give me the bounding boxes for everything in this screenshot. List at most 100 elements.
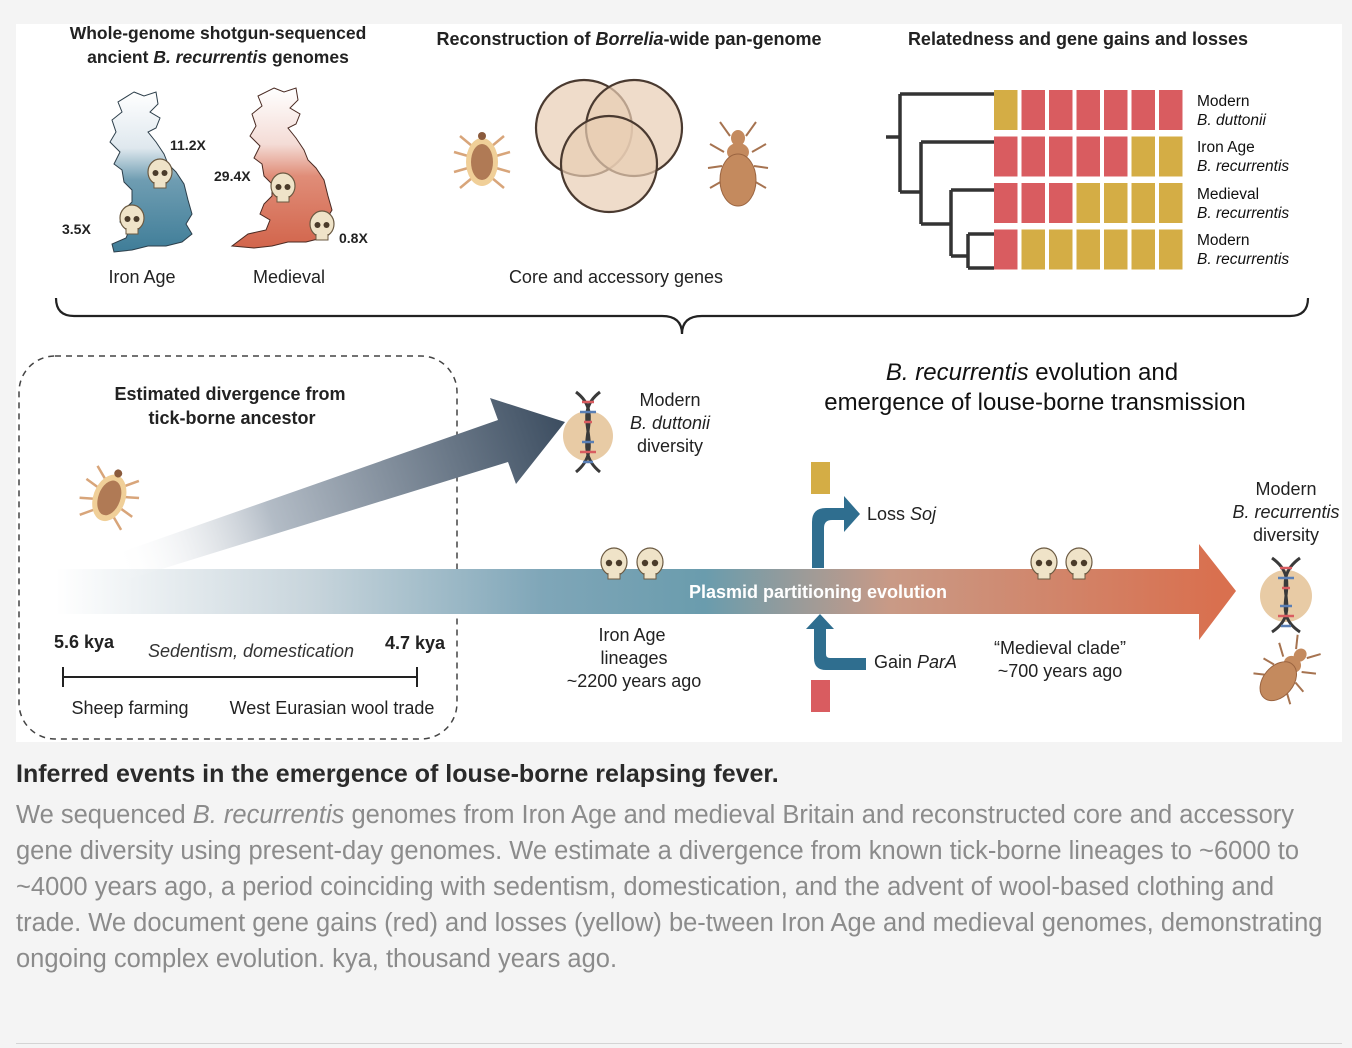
gene-loss-cell [1076, 229, 1100, 270]
gene-loss-cell [1159, 136, 1183, 177]
phylogenetic-tree [886, 92, 994, 270]
figure-graphic: Whole-genome shotgun-sequenced ancient B… [18, 24, 1340, 740]
gene-loss-cell [994, 90, 1018, 130]
main-timeline-arrow [56, 544, 1236, 640]
louse-icon [1253, 634, 1321, 705]
gene-loss-cell [1104, 183, 1128, 223]
row-label-name: Iron Age [1197, 139, 1255, 156]
divider [16, 1043, 1342, 1044]
gene-gain-cell [1131, 90, 1155, 130]
row-label-species: B. duttonii [1197, 112, 1266, 129]
skull-icon [600, 547, 628, 580]
caption-title: Inferred events in the emergence of lous… [16, 760, 779, 788]
period-bracket [62, 667, 418, 687]
divergence-arrow [116, 398, 565, 580]
divergence-box [18, 355, 458, 740]
gene-gain-cell [1076, 90, 1100, 130]
gene-loss-cell [1159, 183, 1183, 223]
gene-loss-cell [1104, 229, 1128, 270]
genomes-title-line1: Whole-genome shotgun-sequenced [70, 24, 367, 43]
wool-trade-label: West Eurasian wool trade [230, 698, 435, 718]
gene-gain-cell [1021, 90, 1045, 130]
period-label: Sedentism, domestication [148, 641, 354, 661]
loss-arrow [812, 496, 860, 568]
recurrentis-label-line2: B. recurrentis [1232, 502, 1339, 522]
gene-gain-cell [1076, 136, 1100, 177]
sheep-farming-label: Sheep farming [71, 698, 188, 718]
medieval-clade-line1: “Medieval clade” [994, 638, 1126, 658]
gene-loss-cell [1131, 136, 1155, 177]
dna-icon [563, 390, 613, 474]
gene-gain-cell [1049, 136, 1073, 177]
gene-loss-cell [1021, 229, 1045, 270]
medieval-clade-line2: ~700 years ago [998, 661, 1123, 681]
iron-age-label: Iron Age [108, 267, 175, 287]
iron-age-coverage-a: 11.2X [170, 137, 206, 153]
duttonii-label-line2: B. duttonii [630, 413, 711, 433]
row-label-species: B. recurrentis [1197, 205, 1289, 222]
caption-body: We sequenced B. recurrentis genomes from… [16, 801, 1323, 973]
row-label-name: Medieval [1197, 186, 1259, 203]
medieval-coverage-b: 0.8X [339, 230, 368, 246]
relatedness-title: Relatedness and gene gains and losses [908, 29, 1248, 49]
relatedness-row-labels: Modern B. duttonii Iron Age B. recurrent… [1197, 93, 1289, 268]
gain-arrow [806, 614, 866, 670]
evolution-title-line1: B. recurrentis evolution and [886, 359, 1178, 386]
gene-loss-cell [1076, 183, 1100, 223]
divergence-title-line2: tick-borne ancestor [148, 408, 315, 428]
bar-label: Plasmid partitioning evolution [689, 582, 947, 602]
gain-marker [811, 680, 830, 712]
gene-gain-cell [1159, 90, 1183, 130]
pangenome-title: Reconstruction of Borrelia-wide pan-geno… [436, 29, 821, 49]
gene-gain-cell [1049, 90, 1073, 130]
medieval-coverage-a: 29.4X [214, 168, 251, 184]
gene-gain-cell [1104, 90, 1128, 130]
skull-icon [1065, 547, 1093, 580]
gain-label: Gain ParA [874, 652, 957, 672]
iron-age-lineages-line3: ~2200 years ago [567, 671, 702, 691]
skull-icon [636, 547, 664, 580]
duttonii-label-line3: diversity [637, 436, 703, 456]
figure-panel: Whole-genome shotgun-sequenced ancient B… [16, 24, 1342, 742]
gene-loss-cell [1049, 229, 1073, 270]
gene-gain-cell [1049, 183, 1073, 223]
gene-gain-cell [994, 183, 1018, 223]
row-label-species: B. recurrentis [1197, 251, 1289, 268]
row-label-name: Modern [1197, 232, 1250, 249]
venn-diagram [534, 78, 684, 214]
skull-icon [270, 172, 296, 203]
gene-gain-cell [1021, 183, 1045, 223]
gene-gain-cell [994, 229, 1018, 270]
gene-gain-cell [994, 136, 1018, 177]
iron-age-lineages-line1: Iron Age [598, 625, 665, 645]
iron-age-coverage-b: 3.5X [62, 221, 91, 237]
genomes-title-line2: ancient B. recurrentis genomes [87, 47, 349, 67]
medieval-map [230, 87, 333, 249]
recurrentis-label-line3: diversity [1253, 525, 1319, 545]
kya-end: 4.7 kya [385, 633, 446, 653]
louse-icon [707, 121, 769, 207]
dna-icon [1260, 556, 1312, 634]
tick-icon [79, 465, 140, 531]
skull-icon [119, 204, 145, 235]
loss-marker [811, 462, 830, 494]
gene-gain-loss-grid [994, 90, 1183, 270]
divergence-title-line1: Estimated divergence from [114, 384, 345, 404]
gene-loss-cell [1131, 183, 1155, 223]
curly-brace [54, 297, 1310, 335]
tick-icon [453, 132, 511, 189]
pangenome-label: Core and accessory genes [509, 267, 723, 287]
gene-loss-cell [1159, 229, 1183, 270]
evolution-title-line2: emergence of louse-borne transmission [824, 389, 1246, 416]
loss-label: Loss Soj [867, 504, 937, 524]
kya-start: 5.6 kya [54, 632, 115, 652]
iron-age-lineages-line2: lineages [600, 648, 667, 668]
row-label-species: B. recurrentis [1197, 158, 1289, 175]
recurrentis-label-line1: Modern [1255, 479, 1316, 499]
skull-icon [147, 158, 173, 189]
medieval-label: Medieval [253, 267, 325, 287]
row-label-name: Modern [1197, 93, 1250, 110]
gene-gain-cell [1104, 136, 1128, 177]
gene-gain-cell [1021, 136, 1045, 177]
duttonii-label-line1: Modern [639, 390, 700, 410]
